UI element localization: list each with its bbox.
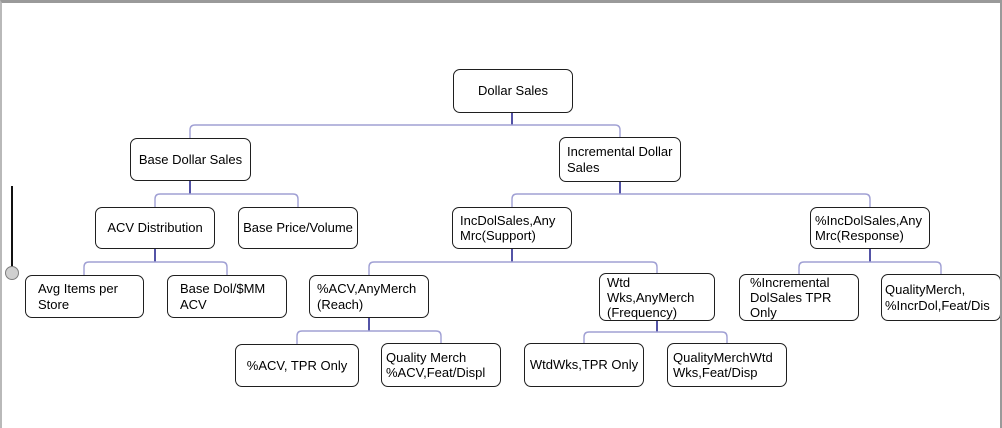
node-label: WtdWks,TPR Only bbox=[529, 357, 639, 373]
tree-node-pct-incdolsales-any-mrc-response[interactable]: %IncDolSales,Any Mrc(Response) bbox=[810, 207, 930, 249]
node-label: QualityMerchWtd Wks,Feat/Disp bbox=[673, 349, 773, 381]
tree-node-incremental-dollar-sales[interactable]: Incremental Dollar Sales bbox=[559, 137, 681, 182]
node-label: Dollar Sales bbox=[477, 83, 549, 99]
node-label: Avg Items per Store bbox=[38, 281, 118, 312]
tree-node-acv-distribution[interactable]: ACV Distribution bbox=[95, 207, 215, 249]
tree-node-pct-acv-anymerch-reach[interactable]: %ACV,AnyMerch (Reach) bbox=[309, 275, 429, 318]
tree-node-wtdwks-tpr-only[interactable]: WtdWks,TPR Only bbox=[524, 343, 644, 387]
tree-node-quality-merch-pct-acv-feat-displ[interactable]: Quality Merch %ACV,Feat/Displ bbox=[381, 343, 501, 387]
node-label: Incremental Dollar Sales bbox=[567, 144, 673, 175]
tree-node-pct-incremental-dolsales-tpr-only[interactable]: %Incremental DolSales TPR Only bbox=[739, 274, 859, 321]
tree-node-base-price-volume[interactable]: Base Price/Volume bbox=[238, 207, 358, 249]
node-label: ACV Distribution bbox=[107, 220, 203, 236]
node-label: Base Dol/$MM ACV bbox=[180, 281, 266, 312]
tree-node-avg-items-per-store[interactable]: Avg Items per Store bbox=[25, 275, 144, 318]
node-label: QualityMerch, %IncrDol,Feat/Dis bbox=[885, 282, 990, 313]
node-label: %Incremental DolSales TPR Only bbox=[750, 275, 832, 320]
node-label: Base Dollar Sales bbox=[138, 151, 243, 167]
node-label: Wtd Wks,AnyMerch (Frequency) bbox=[607, 274, 695, 320]
node-label: %ACV, TPR Only bbox=[246, 357, 348, 373]
tree-node-pct-acv-tpr-only[interactable]: %ACV, TPR Only bbox=[235, 344, 359, 387]
tree-node-dollar-sales[interactable]: Dollar Sales bbox=[453, 69, 573, 113]
zoom-slider-knob[interactable] bbox=[5, 266, 19, 280]
node-label: Base Price/Volume bbox=[243, 220, 353, 236]
node-label: IncDolSales,Any Mrc(Support) bbox=[460, 212, 556, 244]
tree-node-qualitymerch-pct-incrdol-feat-dis[interactable]: QualityMerch, %IncrDol,Feat/Dis bbox=[881, 274, 1000, 321]
node-label: %ACV,AnyMerch (Reach) bbox=[317, 281, 417, 312]
tree-node-incdolsales-any-mrc-support[interactable]: IncDolSales,Any Mrc(Support) bbox=[452, 207, 572, 249]
tree-node-qualitymerchwtd-wks-feat-disp[interactable]: QualityMerchWtd Wks,Feat/Disp bbox=[667, 343, 787, 387]
node-label: %IncDolSales,Any Mrc(Response) bbox=[815, 212, 922, 244]
tree-node-wtd-wks-anymerch-frequency[interactable]: Wtd Wks,AnyMerch (Frequency) bbox=[599, 273, 715, 321]
zoom-slider-track[interactable] bbox=[11, 186, 13, 272]
tree-node-base-dol-mm-acv[interactable]: Base Dol/$MM ACV bbox=[167, 275, 287, 318]
tree-node-base-dollar-sales[interactable]: Base Dollar Sales bbox=[130, 138, 251, 181]
node-label: Quality Merch %ACV,Feat/Displ bbox=[386, 349, 486, 381]
